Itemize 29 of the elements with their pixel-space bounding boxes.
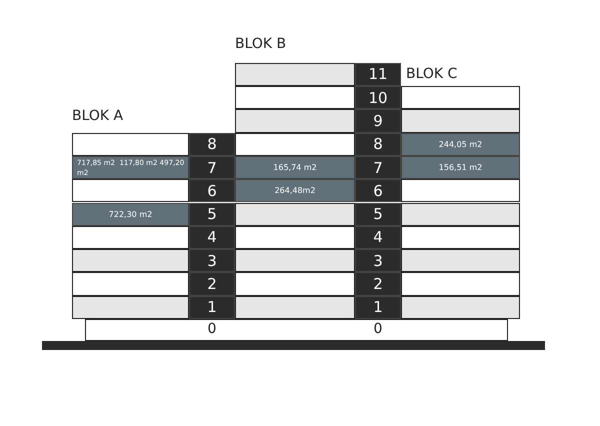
floor-number: 2 [355,272,401,296]
floor-number: 0 [206,321,218,339]
floor-number: 7 [189,156,235,180]
floor-number: 10 [355,86,401,110]
area-value: 165,74 m2 [235,156,355,180]
floor-number: 5 [189,202,235,226]
floor-number: 6 [189,179,235,202]
area-value: 156,51 m2 [401,156,520,180]
floor-number: 1 [189,296,235,319]
block-title: BLOK B [235,36,288,54]
floor-number: 9 [355,109,401,133]
block-title: BLOK A [72,108,124,126]
area-value: 722,30 m2 [72,202,189,226]
floor-number: 7 [355,156,401,180]
floor-number: 0 [372,321,384,339]
floor-number: 4 [355,226,401,250]
area-value: 244,05 m2 [401,132,520,156]
floor-number: 3 [355,249,401,272]
floor-number: 6 [355,179,401,202]
block-title: BLOK C [406,66,458,84]
floor-number: 1 [355,296,401,319]
floor-number: 8 [355,132,401,156]
floor-number: 3 [189,249,235,272]
area-value: 264,48m2 [235,179,355,202]
floor-number: 2 [189,272,235,296]
floor-number: 5 [355,202,401,226]
floor-number: 11 [355,62,401,86]
floor-number: 8 [189,132,235,156]
floor-number: 4 [189,226,235,250]
